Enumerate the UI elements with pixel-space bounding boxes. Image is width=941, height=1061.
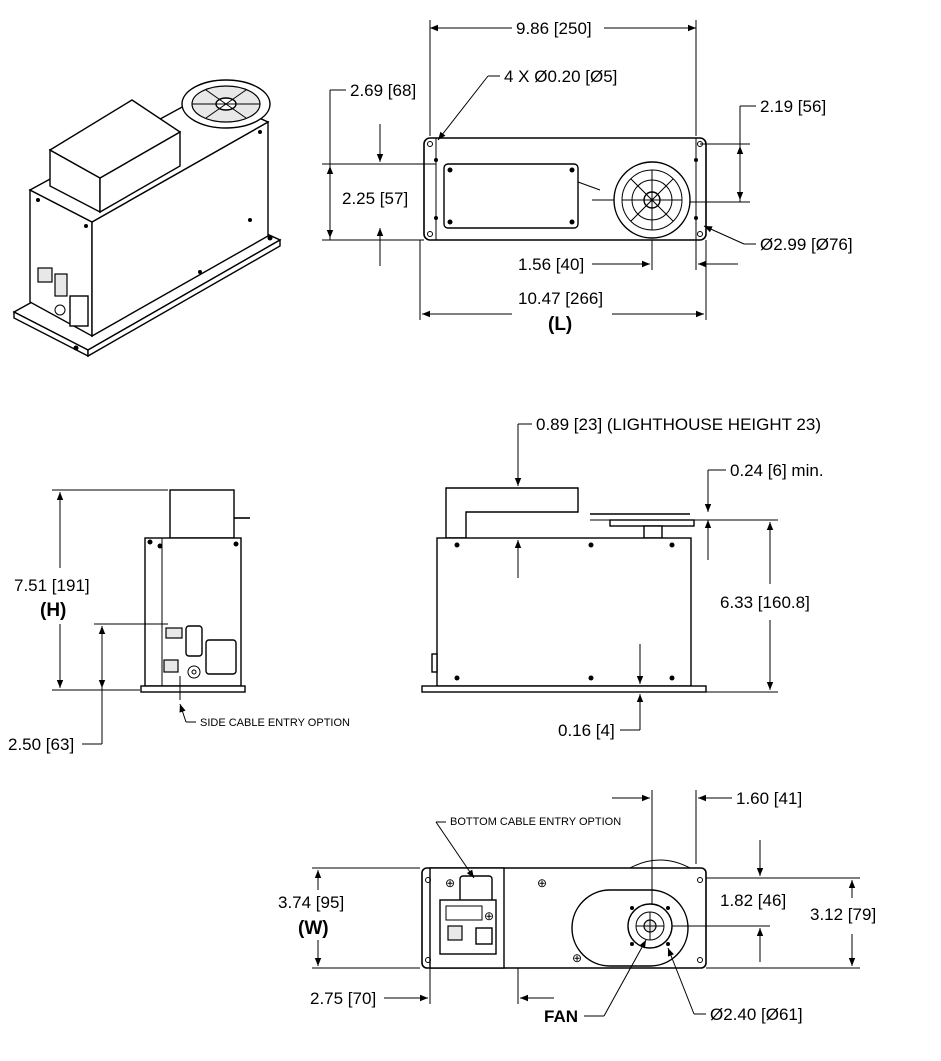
dim-wheel-offset: 1.56 [40] [518,255,584,274]
svg-text:⊕: ⊕ [572,951,582,965]
isometric-view [12,79,282,358]
end-view-dimensions: 7.51 [191] (H) 2.50 [63] SIDE CABLE ENTR… [8,489,350,754]
dim-length: 10.47 [266] [518,289,603,308]
dim-lighthouse: 0.89 [23] (LIGHTHOUSE HEIGHT 23) [536,415,821,434]
label-bottom-cable: BOTTOM CABLE ENTRY OPTION [450,816,621,828]
dim-height-tag: (H) [40,600,66,621]
svg-text:⊕: ⊕ [484,909,494,923]
label-fan: FAN [544,1007,578,1026]
dim-right-offset: 2.19 [56] [760,97,826,116]
svg-text:⊕: ⊕ [537,876,547,890]
dim-hole-pattern: 4 X Ø0.20 [Ø5] [504,67,617,86]
dim-width-inner: 3.12 [79] [810,905,876,924]
dim-top-width: 9.86 [250] [516,19,592,38]
bottom-view: ⊕ ⊕ ⊕ ⊕ [421,859,707,969]
bottom-view-dimensions: BOTTOM CABLE ENTRY OPTION 1.60 [41] 1.82… [278,789,876,1026]
dim-width-tag: (W) [298,918,329,939]
dim-fan-offset-right: 1.60 [41] [736,789,802,808]
dim-left-offset: 2.69 [68] [350,81,416,100]
dim-base-thickness: 0.16 [4] [558,721,615,740]
side-view [421,487,707,693]
dim-body-height: 6.33 [160.8] [720,593,810,612]
dim-cover-depth: 2.25 [57] [342,189,408,208]
top-view [423,137,707,241]
label-side-cable: SIDE CABLE ENTRY OPTION [200,717,350,729]
dim-fan-dia: Ø2.40 [Ø61] [710,1005,803,1024]
dim-bottom-offset: 2.75 [70] [310,989,376,1008]
top-view-dimensions: 9.86 [250] 4 X Ø0.20 [Ø5] 2.69 [68] 2.25… [322,19,853,335]
end-view [140,489,250,700]
dim-height: 7.51 [191] [14,576,90,595]
dim-side-entry-height: 2.50 [63] [8,735,74,754]
dim-fan-offset-top: 1.82 [46] [720,891,786,910]
dim-length-tag: (L) [548,314,572,335]
dim-wheel-dia: Ø2.99 [Ø76] [760,235,853,254]
svg-text:⊕: ⊕ [445,876,455,890]
dim-clearance: 0.24 [6] min. [730,461,824,480]
side-view-dimensions: 0.89 [23] (LIGHTHOUSE HEIGHT 23) 0.24 [6… [514,415,824,740]
dim-width: 3.74 [95] [278,893,344,912]
